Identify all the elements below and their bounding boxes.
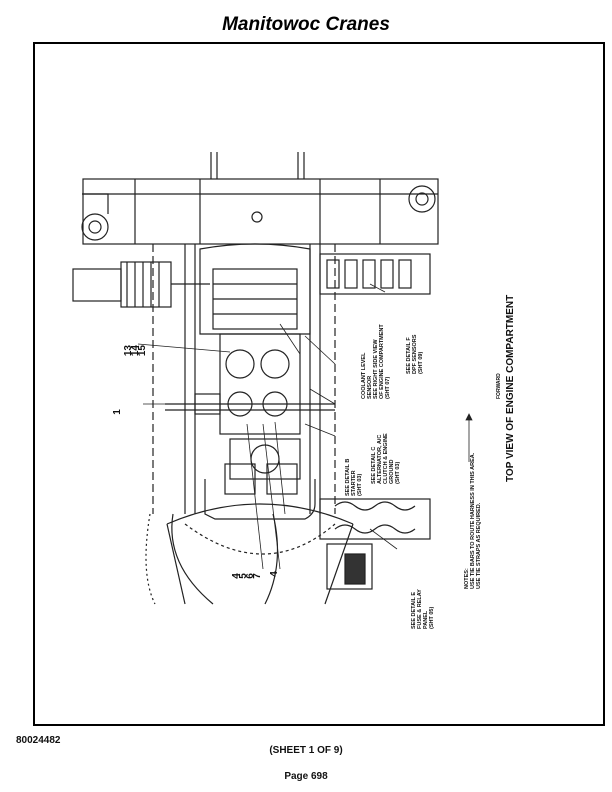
- detail-e-note: SEE DETAIL E FUSE & RELAY PANEL (SHT 05): [411, 589, 435, 629]
- flywheel-housing: [204, 463, 316, 520]
- svg-text:SEE DETAIL E: SEE DETAIL E: [411, 592, 417, 629]
- svg-text:FUSE & RELAY: FUSE & RELAY: [417, 589, 423, 629]
- callout-7: 7: [252, 573, 263, 579]
- svg-text:USE TIE STRAPS AS REQUIRED.: USE TIE STRAPS AS REQUIRED.: [476, 502, 482, 589]
- svg-text:SEE DETAIL B: SEE DETAIL B: [345, 459, 351, 496]
- svg-text:CLUTCH & ENGINE: CLUTCH & ENGINE: [383, 433, 389, 484]
- turntable-arc: [145, 503, 354, 605]
- svg-text:SENSOR: SENSOR: [367, 376, 373, 399]
- svg-text:OF ENGINE COMPARTMENT: OF ENGINE COMPARTMENT: [379, 324, 385, 399]
- callout-labels: 13 14 15 1 4 4 5 6 7 COOLANT LEVEL SENSO…: [112, 295, 516, 629]
- document-number: 80024482: [16, 735, 61, 746]
- callout-13: 13: [123, 345, 134, 357]
- detail-b-note: SEE DETAIL B STARTER (SHT 03): [345, 459, 363, 496]
- detail-f-note: SEE DETAIL F DPF SENSORS (SHT 09): [406, 334, 424, 374]
- svg-text:(SHT 07): (SHT 07): [385, 377, 391, 399]
- callout-4b: 4: [269, 571, 280, 577]
- sheet-label: (SHEET 1 OF 9): [269, 745, 343, 756]
- svg-text:PANEL: PANEL: [423, 610, 429, 629]
- svg-text:SEE DETAIL F: SEE DETAIL F: [406, 337, 412, 374]
- page-number: Page 698: [284, 771, 328, 782]
- leader-lines: [137, 283, 473, 570]
- dpf-module: [319, 253, 431, 295]
- callout-6: 6: [245, 573, 256, 579]
- callout-5: 5: [238, 573, 249, 579]
- callout-13-14-15: 13: [123, 345, 134, 357]
- svg-text:NOTES:: NOTES:: [464, 568, 470, 589]
- svg-text:SEE RIGHT SIDE VIEW: SEE RIGHT SIDE VIEW: [373, 339, 379, 399]
- detail-c-note: SEE DETAIL C ALTERNATOR, A/C CLUTCH & EN…: [371, 433, 401, 484]
- drawing-frame: 13 14 15 1 4 4 5 6 7 COOLANT LEVEL SENSO…: [33, 42, 605, 726]
- engine-compartment-drawing: 13 14 15 1 4 4 5 6 7 COOLANT LEVEL SENSO…: [72, 152, 516, 629]
- coolant-note: COOLANT LEVEL SENSOR SEE RIGHT SIDE VIEW…: [361, 324, 391, 399]
- left-reel: [81, 193, 109, 241]
- svg-text:DPF SENSORS: DPF SENSORS: [412, 334, 418, 374]
- svg-text:(SHT 05): (SHT 05): [429, 607, 435, 629]
- svg-text:GROUND: GROUND: [389, 460, 395, 484]
- svg-text:USE TIE BARS TO ROUTE HARNESS: USE TIE BARS TO ROUTE HARNESS IN THIS AR…: [470, 452, 476, 589]
- notes: NOTES: USE TIE BARS TO ROUTE HARNESS IN …: [464, 452, 482, 589]
- svg-text:COOLANT LEVEL: COOLANT LEVEL: [361, 352, 367, 399]
- forward-label: FORWARD: [496, 373, 502, 399]
- right-reel: [408, 185, 436, 213]
- callout-1: 1: [112, 409, 123, 415]
- engine-block: [165, 243, 335, 480]
- page-title: Manitowoc Cranes: [222, 14, 390, 35]
- svg-text:SEE DETAIL C: SEE DETAIL C: [371, 447, 377, 484]
- rear-frame: [82, 152, 439, 245]
- callout-14: 14: [130, 345, 141, 357]
- air-cleaner: [72, 261, 210, 308]
- callout-4a: 4: [231, 573, 242, 579]
- svg-text:(SHT 03): (SHT 03): [395, 462, 401, 484]
- svg-text:(SHT 09): (SHT 09): [418, 352, 424, 374]
- svg-text:(SHT 03): (SHT 03): [357, 474, 363, 496]
- view-title: TOP VIEW OF ENGINE COMPARTMENT: [505, 295, 516, 482]
- svg-text:ALTERNATOR, A/C: ALTERNATOR, A/C: [377, 435, 383, 484]
- fuse-relay-panel: [319, 498, 431, 590]
- callout-15: 15: [137, 345, 148, 357]
- svg-text:STARTER: STARTER: [351, 470, 357, 496]
